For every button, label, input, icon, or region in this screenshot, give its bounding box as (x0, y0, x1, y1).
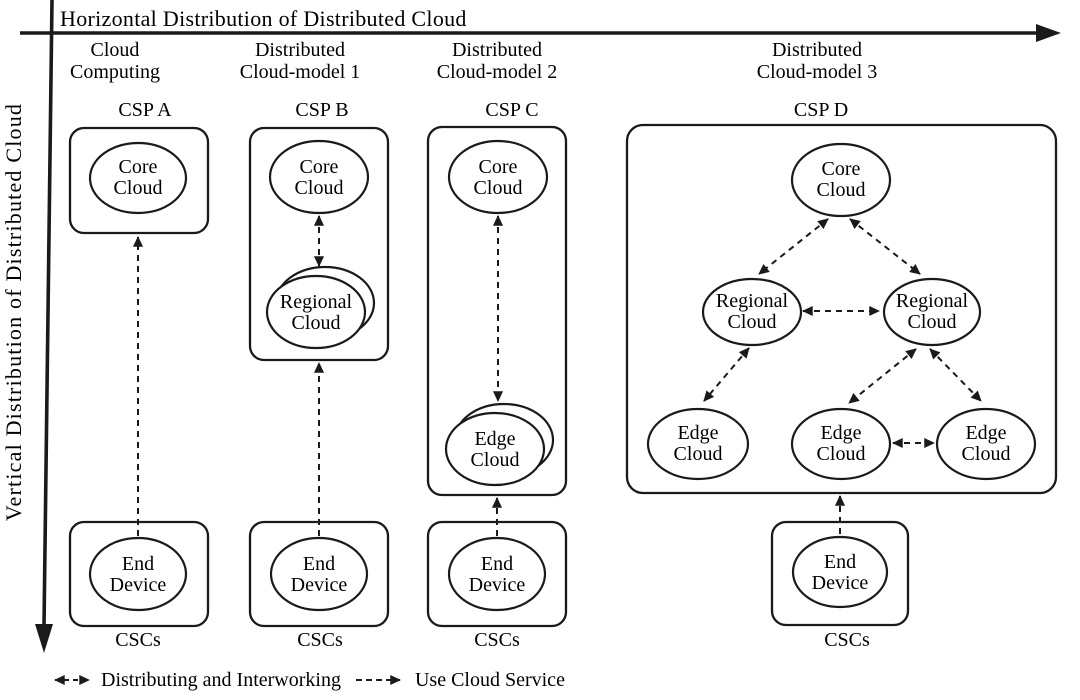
csc-d-end-device-label: End Device (811, 551, 869, 594)
column-header-model-3: Distributed Cloud-model 3 (756, 39, 878, 83)
interworking-arrow-d-regional-left-edge-left (703, 347, 750, 402)
csp-d-core-cloud-ellipse (790, 142, 892, 218)
legend-use-service-label: Use Cloud Service (414, 668, 565, 691)
csc-a-end-device-ellipse (88, 536, 188, 612)
csp-b-regional-cloud-label: Regional Cloud (279, 291, 353, 334)
csp-b-core-cloud-label: Core Cloud (294, 156, 344, 199)
csp-d-edge-cloud-middle-label: Edge Cloud (816, 422, 866, 465)
csp-c-edge-cloud-ellipse (444, 411, 546, 487)
interworking-arrow-d-regional-right-edge-right (929, 348, 982, 402)
csp-d-core-cloud-label: Core Cloud (816, 158, 866, 201)
horizontal-axis-arrowhead-icon (1036, 24, 1061, 42)
csp-c-core-cloud-ellipse (447, 139, 549, 215)
csp-b-core-cloud-ellipse (268, 139, 370, 215)
csp-a-core-cloud-label: Core Cloud (113, 156, 163, 199)
vertical-axis-arrowhead-icon (35, 624, 53, 653)
csc-a-label: CSCs (115, 629, 161, 651)
vertical-axis-line (42, 0, 54, 627)
csp-c-edge-cloud-label: Edge Cloud (470, 428, 520, 471)
horizontal-axis-title: Horizontal Distribution of Distributed C… (60, 6, 467, 31)
csp-b-regional-cloud-ellipse (265, 274, 367, 350)
csc-d-label: CSCs (824, 629, 870, 651)
csc-d-end-device-ellipse (791, 535, 889, 609)
csp-d-edge-cloud-right-label: Edge Cloud (961, 422, 1011, 465)
legend: Distributing and Interworking Use Cloud … (45, 666, 565, 694)
column-header-model-2: Distributed Cloud-model 2 (436, 39, 558, 83)
interworking-arrow-d-core-regional-left (758, 218, 829, 275)
csc-c-label: CSCs (474, 629, 520, 651)
csp-d-regional-cloud-left-ellipse (701, 277, 803, 347)
csp-d-regional-cloud-left-label: Regional Cloud (715, 290, 789, 333)
vertical-axis-title: Vertical Distribution of Distributed Clo… (1, 102, 26, 522)
csc-c-end-device-ellipse (447, 536, 547, 612)
csp-d-regional-cloud-right-label: Regional Cloud (895, 290, 969, 333)
csc-b-label: CSCs (297, 629, 343, 651)
csp-c-core-cloud-label: Core Cloud (473, 156, 523, 199)
legend-interworking-label: Distributing and Interworking (101, 668, 341, 691)
csp-d-edge-cloud-left-ellipse (646, 407, 750, 481)
csp-d-edge-cloud-right-ellipse (935, 407, 1037, 481)
csp-d-edge-cloud-middle-ellipse (790, 407, 892, 481)
interworking-arrow-d-regional-right-edge-middle (848, 348, 917, 404)
csp-a-label: CSP A (118, 99, 172, 121)
column-header-model-1: Distributed Cloud-model 1 (239, 39, 361, 83)
csc-b-end-device-ellipse (269, 536, 369, 612)
csp-a-core-cloud-ellipse (88, 141, 188, 215)
csc-a-end-device-label: End Device (109, 553, 167, 596)
csp-d-edge-cloud-left-label: Edge Cloud (673, 422, 723, 465)
interworking-arrow-d-core-regional-right (849, 218, 921, 275)
csc-c-end-device-label: End Device (468, 553, 526, 596)
double-arrow-icon (54, 674, 90, 686)
csp-d-label: CSP D (793, 99, 849, 121)
csp-c-label: CSP C (485, 99, 539, 121)
dashed-arrow-icon (355, 674, 401, 686)
csp-d-regional-cloud-right-ellipse (882, 277, 982, 347)
column-header-cloud-computing: Cloud Computing (69, 39, 161, 83)
csp-b-label: CSP B (295, 99, 349, 121)
csc-b-end-device-label: End Device (290, 553, 348, 596)
